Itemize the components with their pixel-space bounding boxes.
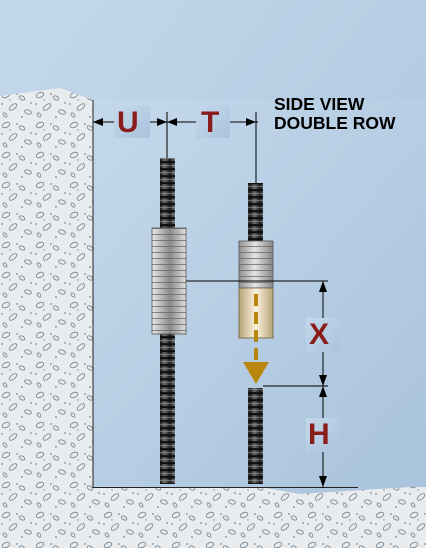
t-right-arrowhead (246, 118, 256, 126)
dimension-t-label: T (201, 106, 220, 139)
u-label-gap (114, 106, 150, 138)
right-coupler (238, 240, 274, 289)
x-top-arrowhead (319, 281, 327, 292)
dimension-x-label: X (309, 318, 330, 351)
slide-direction-arrowhead (243, 362, 269, 384)
h-bottom-arrowhead (319, 476, 327, 487)
view-title-line-1: SIDE VIEW (274, 94, 365, 114)
t-label-gap (196, 106, 230, 138)
u-left-arrowhead (93, 118, 103, 126)
right-rebar-lower (248, 388, 263, 484)
t-left-arrowhead (167, 118, 177, 126)
h-label-gap (306, 418, 340, 452)
left-coupler (151, 227, 187, 335)
x-bottom-arrowhead (319, 375, 327, 386)
u-right-arrowhead (157, 118, 167, 126)
h-top-arrowhead (319, 386, 327, 397)
concrete-mass (0, 88, 426, 548)
right-rebar-upper (248, 183, 263, 243)
x-label-gap (306, 318, 340, 352)
view-title: SIDE VIEW DOUBLE ROW (274, 95, 396, 133)
dimension-u-label: U (117, 106, 139, 139)
dimension-h-label: H (308, 418, 330, 451)
view-title-line-2: DOUBLE ROW (274, 113, 396, 133)
